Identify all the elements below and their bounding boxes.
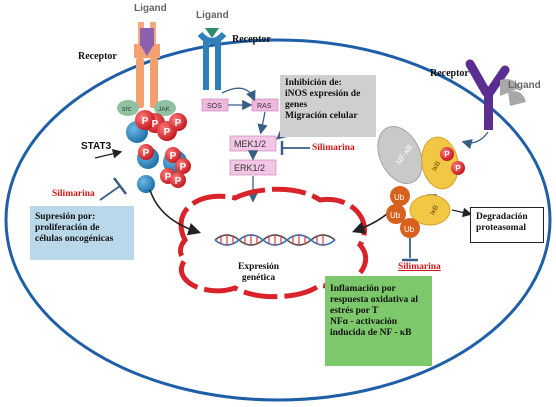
mek-label: MEK1/2 [234, 139, 266, 149]
jak-label: JAK [158, 106, 171, 113]
ligand-left-label: Ligand [134, 3, 167, 14]
expresion-line: genética [241, 273, 276, 283]
p-label: P [152, 119, 159, 130]
receptor-center-label: Receptor [232, 34, 271, 45]
inhibicion-box: Inhibición de: iNOS expresión de genes M… [280, 75, 376, 137]
left-ligand-shape [140, 28, 154, 46]
inflamacion-line: NFα - activación [330, 317, 398, 327]
right-receptor [465, 59, 526, 130]
p-label: P [170, 151, 177, 162]
inflamacion-line: respuesta oxidativa al [330, 295, 418, 305]
expresion-label: Expresión genética [238, 262, 279, 284]
sos-label: SOS [207, 103, 222, 110]
ub-label: Ub [404, 225, 415, 234]
ikb-label-2: IκB [429, 204, 440, 217]
ikb-ub-node [409, 194, 451, 226]
receptor-right-label: Receptor [430, 68, 469, 79]
src-label: src [122, 106, 132, 113]
p-label: P [444, 150, 450, 159]
inflamacion-line: estrés por T [330, 306, 379, 316]
degradacion-line: proteasomal [476, 223, 526, 233]
ub-node [390, 186, 410, 206]
silimarina-left: Silimarina [52, 189, 95, 199]
p-label: P [142, 116, 149, 127]
inflamacion-line: inducida de NF - κB [330, 328, 412, 338]
supresion-line: proliferación de [35, 223, 100, 233]
stat3-cluster [126, 110, 191, 193]
p-label: P [175, 176, 182, 187]
silimarina-right: Silimarina [398, 262, 441, 272]
inhibicion-line: Inhibición de: [285, 78, 342, 88]
p-label: P [164, 127, 171, 138]
supresion-line: células oncogénicas [35, 234, 114, 244]
degradacion-line: Degradación [476, 212, 528, 222]
degradacion-box: Degradación proteasomal [470, 207, 544, 243]
ub-label: Ub [390, 211, 401, 220]
p-label: P [180, 162, 187, 173]
ub-node [386, 204, 406, 224]
ligand-right-label: Ligand [508, 80, 541, 91]
src-node [117, 100, 139, 116]
jak-node [154, 100, 176, 116]
ub-node [400, 218, 420, 238]
supresion-box: Supresión por: proliferación de células … [30, 206, 134, 260]
left-receptor [134, 22, 160, 108]
stat3-label: STAT3 [81, 141, 112, 152]
p-label: P [455, 164, 461, 173]
erk-label: ERK1/2 [234, 163, 265, 173]
inhibicion-line: genes [285, 100, 308, 110]
inflamacion-line: Inflamación por [330, 284, 396, 294]
inhibicion-line: iNOS expresión de [285, 89, 361, 99]
dna-helix [214, 234, 336, 246]
inflamacion-box: Inflamación por respuesta oxidativa al e… [325, 276, 432, 366]
nfkb-node [377, 126, 423, 184]
p-label: P [175, 118, 182, 129]
nucleus-ring [178, 186, 369, 300]
ub-label: Ub [394, 193, 405, 202]
ikb-label: IκB [431, 160, 442, 173]
silimarina-center: Silimarina [312, 143, 355, 153]
ligand-center-label: Ligand [196, 10, 229, 21]
expresion-line: Expresión [238, 262, 280, 272]
p-label: P [143, 148, 150, 159]
ras-label: RAS [257, 103, 272, 110]
supresion-line: Supresión por: [35, 212, 96, 222]
inhibicion-line: Migración celular [285, 111, 358, 121]
receptor-left-label: Receptor [78, 51, 117, 62]
p-label: P [165, 172, 172, 183]
center-receptor [197, 28, 227, 90]
